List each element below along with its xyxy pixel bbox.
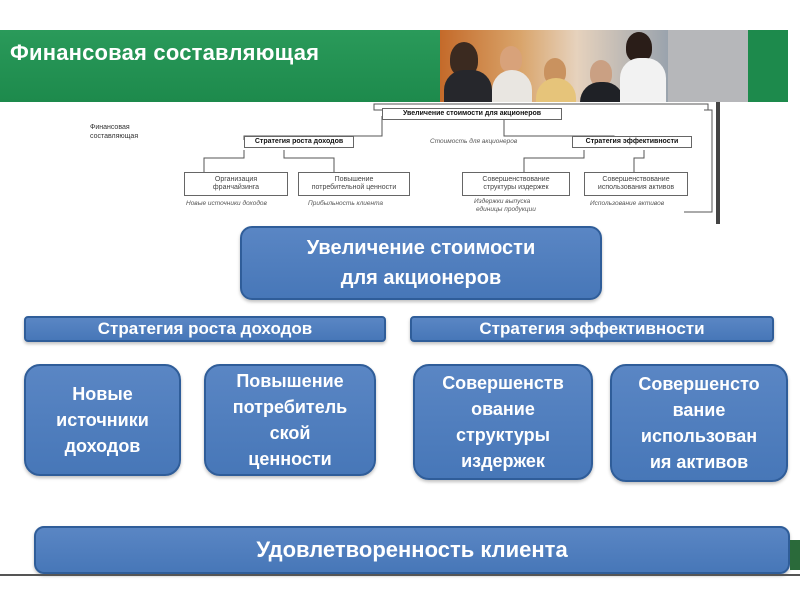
thumbnail-box-2: Повышение потребительной ценности xyxy=(298,172,410,196)
thumbnail-box-4-line2: использования активов xyxy=(597,184,675,191)
thumbnail-box-4: Совершенствование использования активов xyxy=(584,172,688,196)
thumbnail-side-label-2: составляющая xyxy=(90,133,139,140)
thumbnail-center-text: Стоимость для акционеров xyxy=(430,138,518,145)
leaf-4-line4: ия активов xyxy=(649,452,749,472)
leaf-2-line2: потребитель xyxy=(232,397,348,417)
thumbnail-sub-3-line1: Издержки выпуска xyxy=(474,198,531,205)
thumbnail-box-1-line2: франчайзинга xyxy=(212,184,260,191)
asset-utilization-box: Совершенсто вание использован ия активов xyxy=(610,364,788,482)
thumbnail-strategy-growth: Стратегия роста доходов xyxy=(244,136,354,148)
thumbnail-strategy-efficiency: Стратегия эффективности xyxy=(572,136,692,148)
thumbnail-top-box: Увеличение стоимости для акционеров xyxy=(382,108,562,120)
thumbnail-sub-2: Прибыльность клиента xyxy=(308,200,384,207)
thumbnail-box-3: Совершенствование структуры издержек xyxy=(462,172,570,196)
thumbnail-edge xyxy=(716,102,720,224)
thumbnail-sub-4: Использование активов xyxy=(590,200,665,207)
header-photo xyxy=(440,30,668,102)
header-bar xyxy=(0,30,440,102)
shareholder-value-line2: для акционеров xyxy=(340,267,502,289)
thumbnail-box-2-line2: потребительной ценности xyxy=(311,184,397,191)
thumbnail-box-4-line1: Совершенствование xyxy=(602,176,670,183)
leaf-1-line2: источники xyxy=(56,410,149,430)
thumbnail-box-1-line1: Организация xyxy=(214,176,258,183)
header-photo-gray xyxy=(668,30,748,102)
strategy-growth-box: Стратегия роста доходов xyxy=(24,316,386,342)
cost-structure-box: Совершенств ование структуры издержек xyxy=(413,364,593,480)
thumbnail-box-3-line2: структуры издержек xyxy=(483,184,549,191)
leaf-2-line3: ской xyxy=(269,423,311,443)
leaf-3-line2: ование xyxy=(471,399,535,419)
thumbnail-box-3-line1: Совершенствование xyxy=(482,176,550,183)
shareholder-value-box: Увеличение стоимости для акционеров xyxy=(240,226,602,300)
new-revenue-sources-box: Новые источники доходов xyxy=(24,364,181,476)
header-green-strip xyxy=(748,30,788,102)
leaf-4-line3: использован xyxy=(640,426,758,446)
leaf-4-line1: Совершенсто xyxy=(638,374,760,394)
leaf-3-line1: Совершенств xyxy=(442,373,564,393)
leaf-2-line4: ценности xyxy=(248,449,332,469)
leaf-3-line3: структуры xyxy=(455,425,550,445)
shareholder-value-line1: Увеличение стоимости xyxy=(306,237,536,259)
thumbnail-box-2-line1: Повышение xyxy=(334,176,374,183)
thumbnail-box-1: Организация франчайзинга xyxy=(184,172,288,196)
thumbnail-sub-3-line2: единицы продукции xyxy=(476,206,536,213)
slide-title: Финансовая составляющая xyxy=(10,40,320,65)
thumbnail-sub-1: Новые источники доходов xyxy=(186,200,267,207)
consumer-value-box: Повышение потребитель ской ценности xyxy=(204,364,376,476)
bottom-divider xyxy=(0,574,800,576)
strategy-efficiency-box: Стратегия эффективности xyxy=(410,316,774,342)
leaf-4-line2: вание xyxy=(672,400,726,420)
right-edge-strip xyxy=(790,540,800,570)
leaf-2-line1: Повышение xyxy=(236,371,344,391)
leaf-1-line3: доходов xyxy=(64,436,141,456)
customer-satisfaction-box: Удовлетворенность клиента xyxy=(34,526,790,574)
thumbnail-diagram: Финансовая составляющая Увеличение стоим… xyxy=(84,102,720,224)
thumbnail-side-label-1: Финансовая xyxy=(90,124,130,131)
leaf-1-line1: Новые xyxy=(72,384,133,404)
leaf-3-line4: издержек xyxy=(461,451,545,471)
